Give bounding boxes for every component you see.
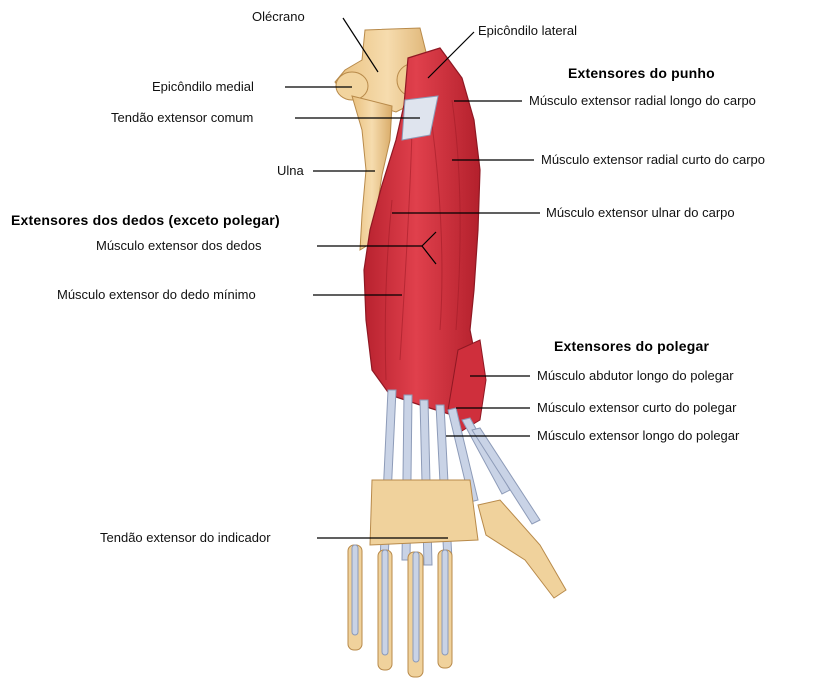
label-ulna: Ulna [277,163,304,179]
heading-wrist-extensors: Extensores do punho [568,65,715,81]
label-extensor-pollicis-brevis: Músculo extensor curto do polegar [537,400,736,416]
label-olecranon: Olécrano [252,9,305,25]
heading-finger-extensors: Extensores dos dedos (exceto polegar) [11,212,280,228]
label-extensor-digiti-minimi: Músculo extensor do dedo mínimo [57,287,256,303]
finger-tendons [352,545,448,662]
label-medial-epicondyle: Epicôndilo medial [152,79,254,95]
label-lateral-epicondyle: Epicôndilo lateral [478,23,577,39]
label-abductor-pollicis-longus: Músculo abdutor longo do polegar [537,368,734,384]
label-extensor-carpi-radialis-longus: Músculo extensor radial longo do carpo [529,93,756,109]
label-extensor-pollicis-longus: Músculo extensor longo do polegar [537,428,739,444]
label-extensor-indicis-tendon: Tendão extensor do indicador [100,530,271,546]
label-extensor-carpi-radialis-brevis: Músculo extensor radial curto do carpo [541,152,765,168]
heading-thumb-extensors: Extensores do polegar [554,338,709,354]
label-common-extensor-tendon: Tendão extensor comum [111,110,253,126]
label-extensor-carpi-ulnaris: Músculo extensor ulnar do carpo [546,205,735,221]
label-extensor-digitorum: Músculo extensor dos dedos [96,238,261,254]
